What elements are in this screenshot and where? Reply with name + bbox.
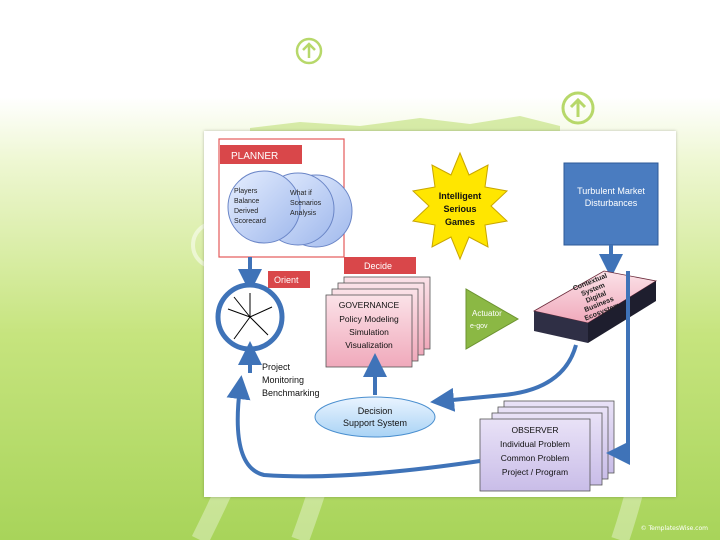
market-text-2: Disturbances: [585, 198, 638, 208]
ecosystem-to-dss-arrow: [430, 344, 578, 412]
footer-credit: © TemplatesWise.com: [640, 525, 708, 532]
ooda-diagram: PLANNER Players Balance Derived Scorecar…: [204, 131, 676, 497]
orient-label: Orient: [274, 275, 299, 285]
market-text-1: Turbulent Market: [577, 186, 645, 196]
actuator-sub-label: e-gov: [470, 323, 488, 330]
actuator-label: Actuator: [472, 309, 502, 318]
decide-label-box: [344, 257, 416, 274]
monitoring-text-1: Project: [262, 362, 291, 372]
observer-text-2: Individual Problem: [500, 439, 570, 449]
dss-text-2: Support System: [343, 418, 407, 428]
players-text-4: Scorecard: [234, 218, 266, 225]
monitoring-text-2: Monitoring: [262, 375, 304, 385]
games-text-3: Games: [445, 217, 475, 227]
governance-text-2: Policy Modeling: [339, 314, 399, 324]
games-star: [411, 151, 509, 261]
observer-card: [479, 418, 591, 492]
players-circle: [227, 170, 301, 244]
up-arrow-icon: [561, 91, 595, 125]
market-to-observer-arrow: [606, 271, 630, 465]
orient-star-lines: [227, 293, 273, 340]
actuator-triangle: [465, 288, 520, 350]
planner-label: PLANNER: [231, 151, 278, 162]
market-box: [563, 162, 659, 246]
games-text-2: Serious: [443, 204, 476, 214]
players-text-2: Balance: [234, 198, 259, 205]
governance-text-4: Visualization: [345, 340, 393, 350]
planner-label-box: [220, 145, 302, 164]
ecosystem-front: [534, 311, 588, 343]
what-if-text-1: What if: [290, 190, 312, 197]
observer-text-1: OBSERVER: [511, 425, 558, 435]
observer-text-4: Project / Program: [502, 467, 568, 477]
decide-label: Decide: [364, 261, 392, 271]
dss-text-1: Decision: [358, 406, 393, 416]
what-if-text-3: Analysis: [290, 210, 317, 217]
observer-text-3: Common Problem: [501, 453, 570, 463]
players-text-3: Derived: [234, 208, 258, 215]
orient-label-box: [268, 271, 310, 288]
observer-to-orient-arrow: [226, 375, 481, 479]
monitoring-text-3: Benchmarking: [262, 388, 320, 398]
governance-text-3: Simulation: [349, 327, 389, 337]
what-if-text-2: Scenarios: [290, 200, 322, 207]
up-arrow-icon: [295, 37, 323, 65]
games-text-1: Intelligent: [439, 191, 482, 201]
governance-text-1: GOVERNANCE: [339, 300, 400, 310]
ecosystem-side: [588, 281, 656, 343]
dss-ellipse: [314, 396, 436, 438]
players-text-1: Players: [234, 188, 258, 195]
